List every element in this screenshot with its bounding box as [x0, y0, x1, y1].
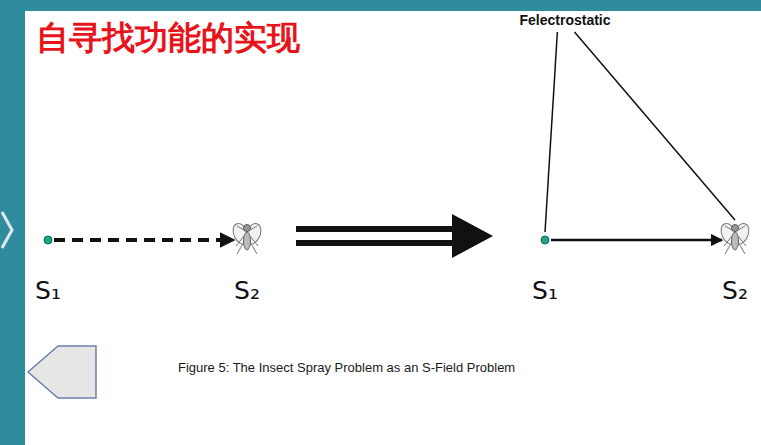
particle-dot: [36, 228, 60, 252]
field-line: [574, 32, 735, 220]
left-bar: [0, 0, 25, 445]
double-arrow: [296, 214, 493, 258]
top-bar: [0, 0, 761, 11]
element-node: S₂: [718, 216, 752, 305]
dashed-arrow: [54, 238, 234, 242]
element-label: S₁: [532, 276, 558, 305]
pentagon-shape: [28, 346, 96, 398]
field-node: Felectrostatic: [517, 12, 612, 28]
element-label: S₂: [722, 276, 748, 305]
slide-title: 自寻找功能的实现: [36, 16, 300, 61]
element-label: S₁: [35, 276, 61, 305]
field-label: Felectrostatic: [519, 12, 610, 28]
chevron: [2, 212, 12, 248]
element-label: S₂: [234, 276, 260, 305]
figure-caption: Figure 5: The Insect Spray Problem as an…: [178, 360, 515, 375]
insect-icon: [232, 216, 262, 260]
element-node: S₁: [33, 228, 63, 305]
action-arrow: [551, 239, 722, 242]
element-node: S₂: [230, 216, 264, 305]
element-node: S₁: [530, 228, 560, 305]
insect-icon: [720, 216, 750, 260]
field-line: [545, 32, 557, 232]
particle-dot: [533, 228, 557, 252]
